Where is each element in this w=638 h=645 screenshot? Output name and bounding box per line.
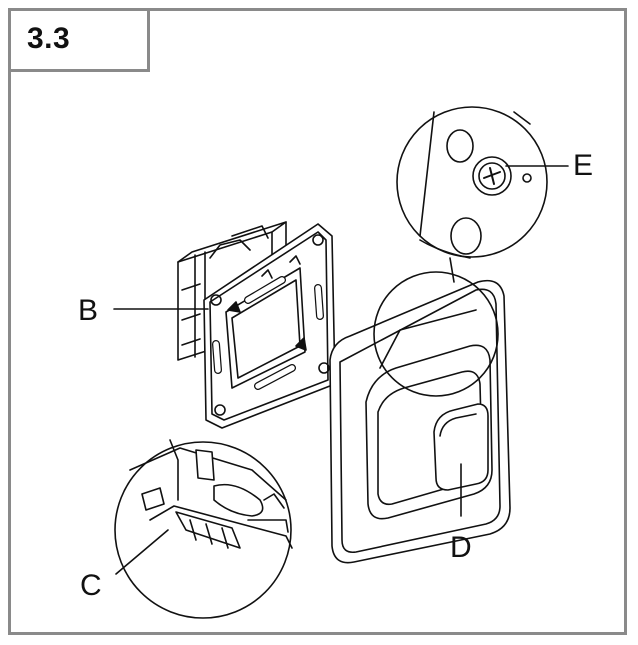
callout-e: E xyxy=(573,149,593,182)
callout-c: C xyxy=(80,569,102,602)
switch-insert xyxy=(177,221,336,429)
detail-cover xyxy=(373,271,499,397)
step-number: 3.3 xyxy=(27,22,71,55)
step-number-box xyxy=(8,8,150,72)
detail-c xyxy=(114,439,293,619)
detail-e xyxy=(396,106,548,283)
leader-c xyxy=(115,529,169,575)
cover-frame xyxy=(329,279,511,564)
callout-b: B xyxy=(78,294,98,327)
callout-d: D xyxy=(450,531,472,564)
